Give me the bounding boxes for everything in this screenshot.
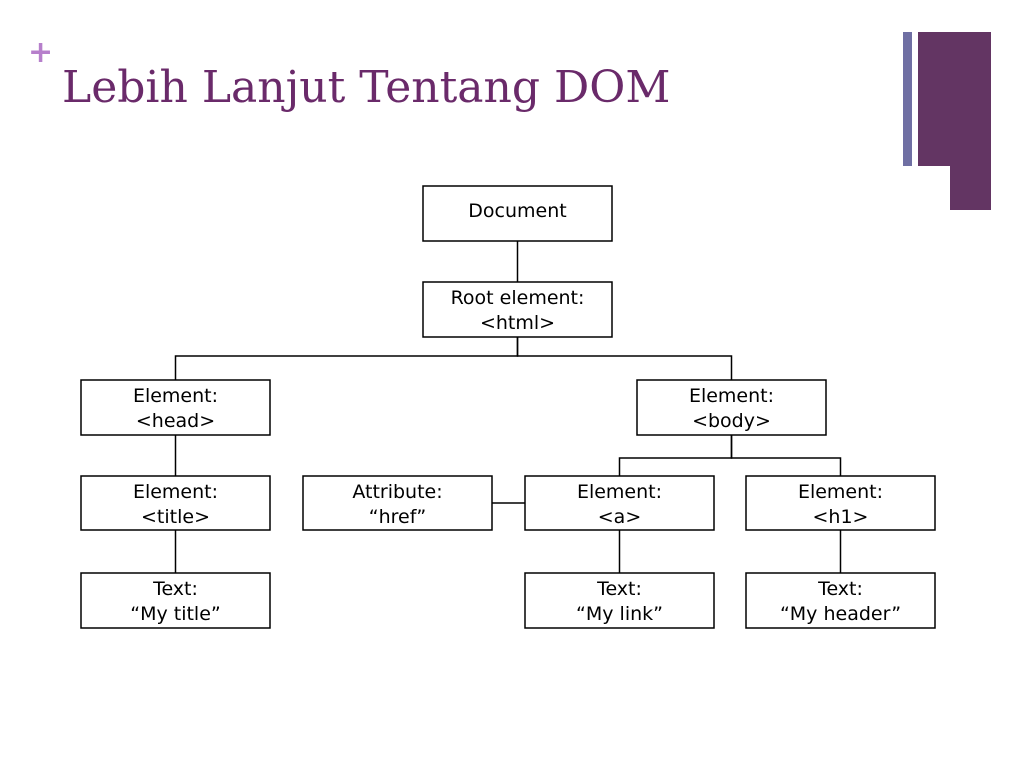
node-text-title: Text: “My title” [80, 572, 271, 629]
slide-title: Lebih Lanjut Tentang DOM [62, 62, 671, 113]
node-root: Root element: <html> [422, 281, 613, 338]
node-text-title-line-1: Text: [152, 578, 198, 600]
node-text-title-box [80, 572, 271, 629]
node-title-line-1: Element: [133, 481, 218, 503]
node-text-link: Text: “My link” [524, 572, 715, 629]
node-text-header: Text: “My header” [745, 572, 936, 629]
node-text-link-line-2: “My link” [576, 603, 663, 625]
edge-body-to-a [618, 435, 733, 476]
node-root-line-2: <html> [480, 312, 555, 334]
node-head: Element: <head> [80, 379, 271, 436]
node-head-line-1: Element: [133, 385, 218, 407]
node-body-line-2: <body> [692, 410, 771, 432]
node-body-box [636, 379, 827, 436]
node-text-header-line-1: Text: [817, 578, 863, 600]
node-attr-line-2: “href” [369, 506, 427, 528]
node-h1-box [745, 475, 936, 531]
edge-body-to-h1 [730, 435, 842, 476]
node-a-box [524, 475, 715, 531]
diagram-edges [174, 241, 842, 573]
node-title-line-2: <title> [141, 506, 210, 528]
node-root-box [422, 281, 613, 338]
node-title: Element: <title> [80, 475, 271, 531]
edge-root-to-head [174, 337, 519, 380]
node-head-line-2: <head> [136, 410, 215, 432]
node-a-line-1: Element: [577, 481, 662, 503]
node-document: Document [422, 185, 613, 242]
decor-bar-thin [903, 32, 912, 166]
node-a: Element: <a> [524, 475, 715, 531]
node-h1: Element: <h1> [745, 475, 936, 531]
node-text-link-line-1: Text: [596, 578, 642, 600]
node-h1-line-2: <h1> [813, 506, 869, 528]
node-head-box [80, 379, 271, 436]
decor-bar-thick [918, 32, 991, 166]
node-text-header-box [745, 572, 936, 629]
node-document-line-1: Document [468, 200, 566, 222]
decor-bar-step [950, 166, 991, 210]
node-document-box [422, 185, 613, 242]
edge-root-to-body [516, 337, 733, 380]
node-body-line-1: Element: [689, 385, 774, 407]
node-body: Element: <body> [636, 379, 827, 436]
node-text-header-line-2: “My header” [780, 603, 901, 625]
node-h1-line-1: Element: [798, 481, 883, 503]
node-title-box [80, 475, 271, 531]
node-root-line-1: Root element: [451, 287, 585, 309]
node-text-link-box [524, 572, 715, 629]
node-a-line-2: <a> [598, 506, 641, 528]
node-attr-line-1: Attribute: [352, 481, 442, 503]
node-attr-box [302, 475, 493, 531]
node-attr: Attribute: “href” [302, 475, 493, 531]
node-text-title-line-2: “My title” [130, 603, 221, 625]
slide-bullet-plus: + [28, 35, 54, 70]
